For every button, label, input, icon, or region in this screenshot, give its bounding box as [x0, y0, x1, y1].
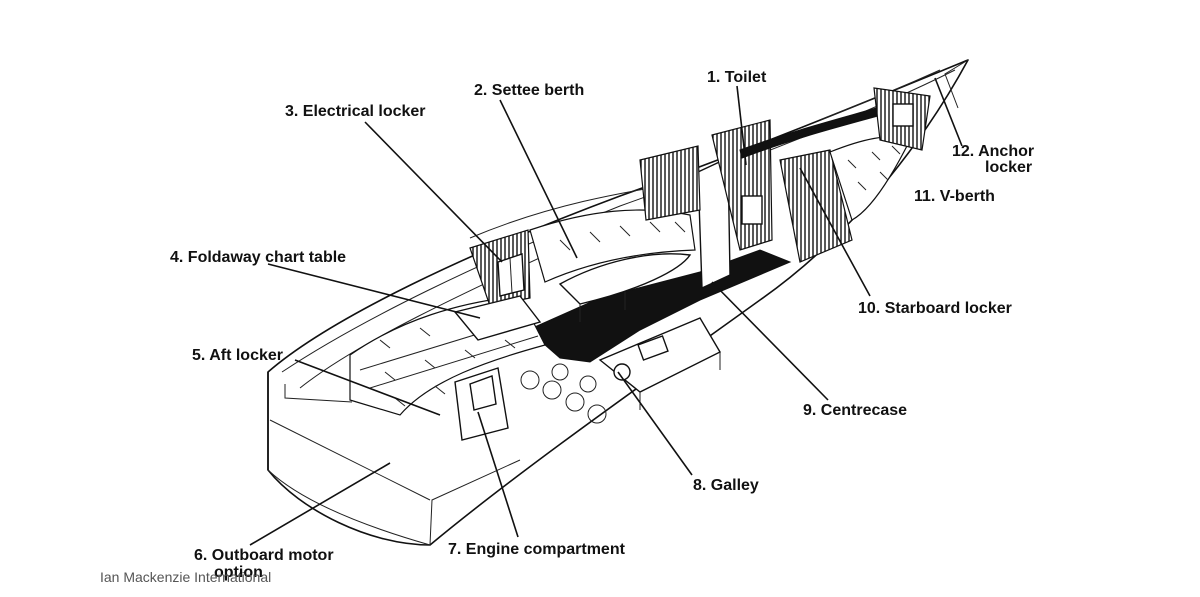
electrical-locker [469, 229, 531, 307]
label-starboard-locker: 10. Starboard locker [858, 300, 1012, 317]
leader-toilet [736, 85, 747, 166]
leader-settee [499, 99, 578, 259]
label-outboard-line2: option [214, 564, 263, 581]
label-centrecase: 9. Centrecase [803, 402, 907, 419]
settee-cushions [529, 209, 696, 283]
watermark: Ian Mackenzie International [100, 569, 271, 585]
labels: 1. Toilet 2. Settee berth 3. Electrical … [170, 69, 1034, 581]
engine-compartment-box [454, 363, 607, 441]
centrecase-panel [639, 145, 731, 290]
label-settee-berth: 2. Settee berth [474, 82, 584, 99]
starboard-locker-box [779, 149, 853, 263]
label-anchor-line2: locker [985, 159, 1032, 176]
saloon-table [558, 253, 692, 322]
anchor-locker-box [873, 87, 931, 151]
leader-galley [617, 371, 693, 476]
leader-outboard [249, 462, 391, 546]
label-engine-compartment: 7. Engine compartment [448, 541, 626, 558]
label-electrical-locker: 3. Electrical locker [285, 103, 426, 120]
leader-chart-table [267, 263, 481, 319]
label-aft-locker: 5. Aft locker [192, 347, 283, 364]
leader-starboard [799, 167, 871, 297]
v-berth-cushions [739, 103, 911, 221]
label-chart-table: 4. Foldaway chart table [170, 249, 346, 266]
leader-electrical [364, 121, 503, 263]
label-galley: 8. Galley [693, 477, 759, 494]
label-toilet: 1. Toilet [707, 69, 767, 86]
label-outboard-line1: 6. Outboard motor [194, 547, 334, 564]
leader-centrecase [711, 281, 829, 401]
label-v-berth: 11. V-berth [914, 188, 995, 205]
leader-anchor [934, 77, 963, 147]
leader-aft-locker [294, 359, 441, 416]
galley-unit [598, 317, 721, 410]
chart-table [453, 295, 542, 341]
leader-lines [249, 77, 963, 546]
label-anchor-line1: 12. Anchor [952, 143, 1034, 160]
leader-engine [477, 411, 519, 538]
